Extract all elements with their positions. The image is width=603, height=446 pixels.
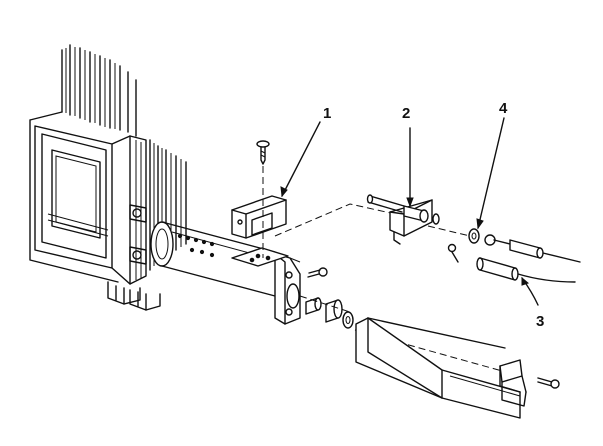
u-bracket-screw [537, 377, 560, 389]
mounting-bracket [231, 195, 287, 239]
callout-3-label: 3 [536, 313, 544, 330]
flange-screw [307, 267, 328, 278]
u-bracket [499, 359, 527, 407]
callout-1-label: 1 [323, 105, 331, 122]
thermocouple-lead [476, 239, 581, 283]
callout-4-label: 4 [499, 100, 508, 117]
pilot-assembly [366, 194, 440, 245]
callout-leaders [280, 117, 539, 306]
appliance-housing [29, 44, 187, 311]
callout-2-label: 2 [402, 105, 410, 122]
bracket-screw [256, 140, 270, 165]
thermocouple-nut [468, 228, 511, 246]
burner-flange [274, 253, 301, 325]
burner-tube [150, 221, 276, 297]
heat-shield-plate [355, 317, 521, 419]
pilot-screw [447, 243, 459, 263]
orifice-fitting [305, 297, 354, 329]
callout-labels: 1 2 3 4 [323, 100, 544, 330]
pilot-plate [231, 247, 289, 267]
